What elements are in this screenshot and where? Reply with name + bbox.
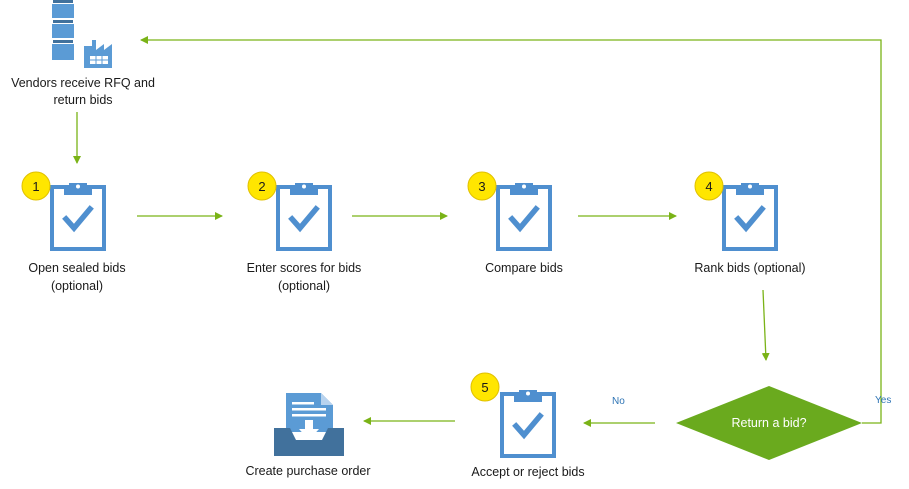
vendors-label-line1: Vendors receive RFQ and	[11, 76, 155, 90]
step-label-line1: Enter scores for bids	[247, 261, 362, 275]
step-label-line1: Accept or reject bids	[471, 465, 584, 479]
document-download-tray-icon	[274, 393, 344, 456]
step-number: 4	[705, 179, 712, 194]
vendor-factory-icon	[52, 0, 112, 68]
step-2: 2 Enter scores for bids (optional)	[247, 171, 362, 293]
clipboard-check-icon	[502, 390, 554, 456]
step-1: 1 Open sealed bids (optional)	[21, 171, 126, 293]
step-label-line1: Compare bids	[485, 261, 563, 275]
step-4: 4 Rank bids (optional)	[694, 171, 806, 275]
step-5: 5 Accept or reject bids	[470, 372, 585, 479]
step-number: 1	[32, 179, 39, 194]
decision-return-bid: Return a bid?	[676, 386, 862, 460]
decision-label: Return a bid?	[731, 416, 806, 430]
vendors-label-line2: return bids	[53, 93, 112, 107]
arrow-yes-loop	[140, 36, 882, 424]
step-number: 3	[478, 179, 485, 194]
decision-diamond	[676, 386, 862, 460]
step-label-line2: (optional)	[51, 279, 103, 293]
step-badge	[694, 171, 724, 201]
step-3: 3 Compare bids	[467, 171, 563, 275]
clipboard-check-icon	[52, 183, 104, 249]
clipboard-check-icon	[498, 183, 550, 249]
step-number: 2	[258, 179, 265, 194]
decision-no-label: No	[612, 396, 625, 407]
clipboard-check-icon	[724, 183, 776, 249]
purchase-order-label: Create purchase order	[245, 464, 370, 478]
decision-yes-label: Yes	[875, 395, 891, 406]
step-number: 5	[481, 380, 488, 395]
step-badge	[467, 171, 497, 201]
step-label-line1: Rank bids (optional)	[694, 261, 805, 275]
step-badge	[247, 171, 277, 201]
step-badge	[470, 372, 500, 402]
step-badge	[21, 171, 51, 201]
arrow-step4-to-decision	[761, 289, 770, 361]
step-label-line1: Open sealed bids	[28, 261, 125, 275]
step-label-line2: (optional)	[278, 279, 330, 293]
clipboard-check-icon	[278, 183, 330, 249]
